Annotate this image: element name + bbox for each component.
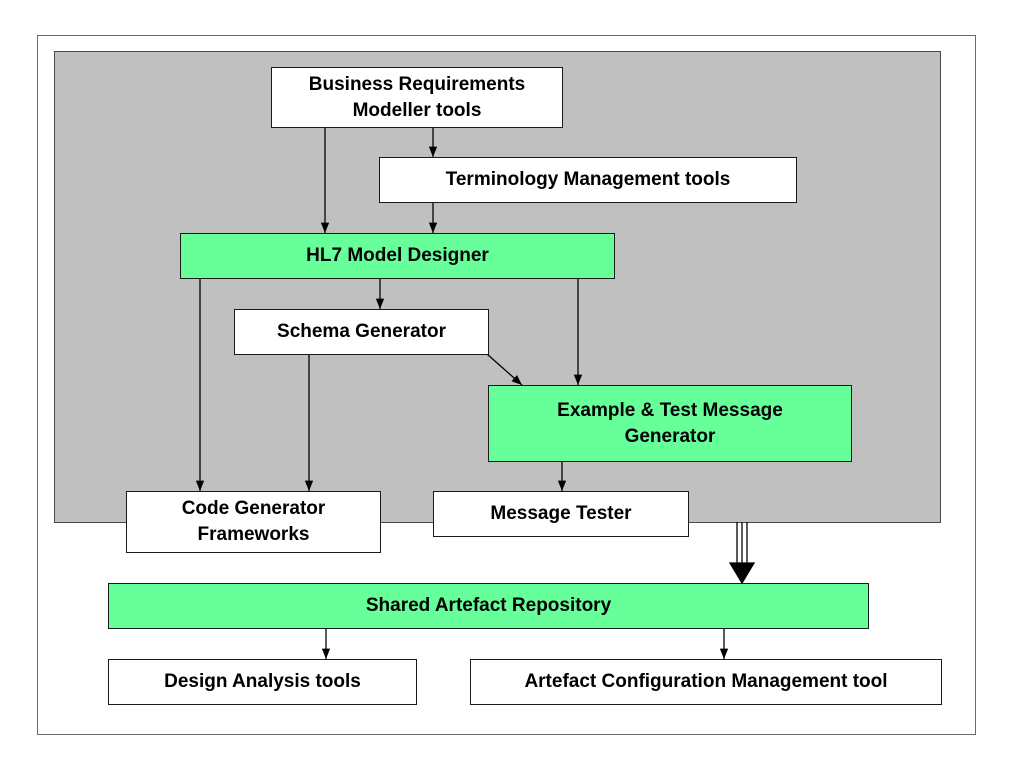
triple-arrow-to-repository [728,522,756,585]
message-tester-node: Message Tester [433,491,689,537]
code-generator-node: Code Generator Frameworks [126,491,381,553]
design-analysis-node: Design Analysis tools [108,659,417,705]
edge-schema-to-example [486,353,523,386]
example-test-generator-node: Example & Test Message Generator [488,385,852,462]
business-requirements-node: Business Requirements Modeller tools [271,67,563,128]
config-management-node: Artefact Configuration Management tool [470,659,942,705]
shared-repository-node: Shared Artefact Repository [108,583,869,629]
terminology-node: Terminology Management tools [379,157,797,203]
schema-generator-node: Schema Generator [234,309,489,355]
hl7-model-designer-node: HL7 Model Designer [180,233,615,279]
diagram-frame [37,35,976,735]
